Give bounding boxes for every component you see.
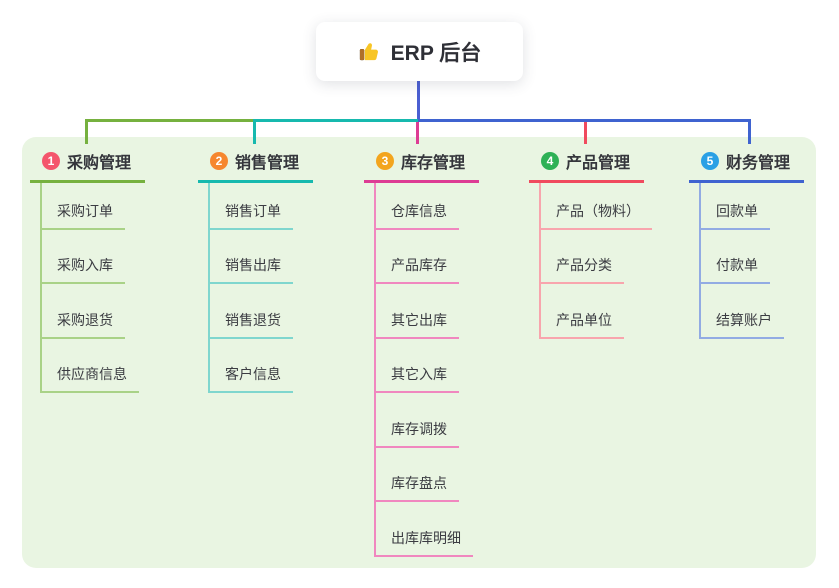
branch-header-3[interactable]: 3 库存管理 — [364, 149, 480, 183]
connector-drop-branch-5 — [748, 119, 751, 144]
branch-trunk-4 — [539, 182, 541, 339]
mindmap-node[interactable]: 库存盘点 — [374, 473, 459, 502]
mindmap-node[interactable]: 产品（物料） — [539, 201, 652, 230]
mindmap-node[interactable]: 库存调拨 — [374, 419, 459, 448]
branch-label-2: 销售管理 — [235, 155, 300, 172]
mindmap-node[interactable]: 回款单 — [699, 201, 770, 230]
branch-header-2[interactable]: 2 销售管理 — [198, 149, 314, 183]
mindmap-node[interactable]: 销售退货 — [208, 310, 293, 339]
branch-label-4: 产品管理 — [566, 155, 631, 172]
branch-trunk-1 — [40, 182, 42, 393]
branch-children-5: 回款单 付款单 结算账户 — [699, 175, 784, 339]
root-node[interactable]: ERP 后台 — [316, 22, 523, 81]
branch-badge-2: 2 — [210, 152, 228, 170]
mindmap-node[interactable]: 采购入库 — [40, 255, 125, 284]
mindmap-node[interactable]: 产品库存 — [374, 255, 459, 284]
mindmap-node[interactable]: 产品分类 — [539, 255, 624, 284]
mindmap-node[interactable]: 产品单位 — [539, 310, 624, 339]
mindmap-node[interactable]: 其它入库 — [374, 364, 459, 393]
connector-drop-branch-1 — [85, 119, 88, 144]
mindmap-node[interactable]: 结算账户 — [699, 310, 784, 339]
branch-badge-3: 3 — [376, 152, 394, 170]
mindmap-panel — [22, 137, 816, 568]
connector-bus-right — [418, 119, 751, 122]
mindmap-node[interactable]: 其它出库 — [374, 310, 459, 339]
branch-badge-5: 5 — [701, 152, 719, 170]
branch-header-4[interactable]: 4 产品管理 — [529, 149, 645, 183]
branch-children-3: 仓库信息 产品库存 其它出库 其它入库 库存调拨 库存盘点 出库库明细 — [374, 175, 473, 557]
connector-bus-middle — [253, 119, 418, 122]
branch-trunk-2 — [208, 182, 210, 393]
branch-children-1: 采购订单 采购入库 采购退货 供应商信息 — [40, 175, 139, 393]
branch-children-2: 销售订单 销售出库 销售退货 客户信息 — [208, 175, 293, 393]
mindmap-node[interactable]: 销售订单 — [208, 201, 293, 230]
branch-label-1: 采购管理 — [67, 155, 132, 172]
mindmap-node[interactable]: 供应商信息 — [40, 364, 139, 393]
branch-label-5: 财务管理 — [726, 155, 791, 172]
connector-drop-branch-2 — [253, 119, 256, 144]
branch-badge-1: 1 — [42, 152, 60, 170]
branch-badge-4: 4 — [541, 152, 559, 170]
root-label: ERP 后台 — [390, 41, 482, 65]
connector-drop-branch-3 — [416, 119, 419, 144]
branch-header-1[interactable]: 1 采购管理 — [30, 149, 146, 183]
connector-root-vertical — [417, 81, 420, 121]
connector-drop-branch-4 — [584, 119, 587, 144]
branch-header-5[interactable]: 5 财务管理 — [689, 149, 805, 183]
mindmap-node[interactable]: 销售出库 — [208, 255, 293, 284]
mindmap-node[interactable]: 采购退货 — [40, 310, 125, 339]
branch-label-3: 库存管理 — [401, 155, 466, 172]
mindmap-node[interactable]: 出库库明细 — [374, 528, 473, 557]
mindmap-node[interactable]: 付款单 — [699, 255, 770, 284]
mindmap-node[interactable]: 采购订单 — [40, 201, 125, 230]
mindmap-node[interactable]: 仓库信息 — [374, 201, 459, 230]
mindmap-node[interactable]: 客户信息 — [208, 364, 293, 393]
branch-children-4: 产品（物料） 产品分类 产品单位 — [539, 175, 652, 339]
branch-trunk-3 — [374, 182, 376, 557]
connector-bus-left — [85, 119, 253, 122]
thumbs-up-icon — [358, 40, 381, 63]
branch-trunk-5 — [699, 182, 701, 339]
